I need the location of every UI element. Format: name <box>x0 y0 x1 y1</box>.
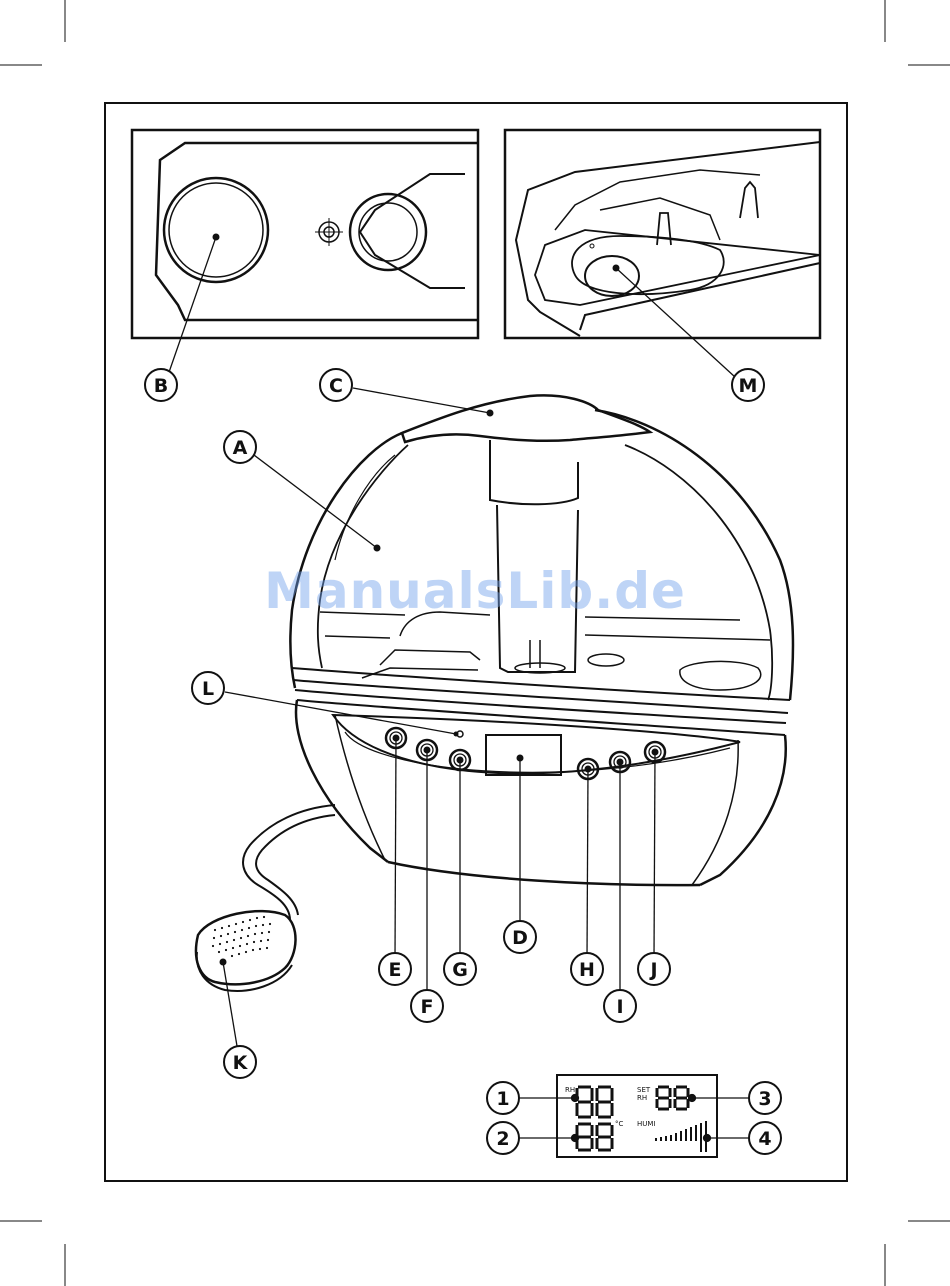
callout-letters: A B C M L D E F G H I J K <box>145 369 764 1078</box>
svg-text:G: G <box>452 959 468 981</box>
remote-speaker-grille <box>212 916 271 957</box>
inset-base-detail <box>132 130 478 338</box>
callout-dots <box>220 410 659 966</box>
svg-text:RH: RH <box>637 1094 647 1102</box>
callout-A: A <box>224 431 256 463</box>
figure-frame <box>105 103 847 1181</box>
callout-D: D <box>504 921 536 953</box>
lcd-display-legend: RH SET RH HUMI °C <box>487 1075 781 1157</box>
legend-callout-4: 4 <box>749 1122 781 1154</box>
svg-text:I: I <box>616 996 623 1018</box>
legend-callout-1: 1 <box>487 1082 519 1114</box>
callout-E: E <box>379 953 411 985</box>
callout-L: L <box>192 672 224 704</box>
svg-text:°C: °C <box>615 1120 624 1128</box>
callout-C: C <box>320 369 352 401</box>
callout-M: M <box>732 369 764 401</box>
svg-text:H: H <box>579 959 595 981</box>
svg-text:F: F <box>421 996 434 1018</box>
svg-text:D: D <box>512 927 528 949</box>
callout-H: H <box>571 953 603 985</box>
inset-interior-detail <box>505 130 820 338</box>
svg-text:1: 1 <box>496 1088 509 1110</box>
svg-text:RH: RH <box>565 1086 575 1094</box>
svg-text:C: C <box>329 375 343 397</box>
svg-text:SET: SET <box>637 1086 651 1094</box>
leader-lines <box>167 237 735 1046</box>
svg-text:J: J <box>648 959 657 981</box>
legend-callout-3: 3 <box>749 1082 781 1114</box>
callout-G: G <box>444 953 476 985</box>
callout-B: B <box>145 369 177 401</box>
svg-text:E: E <box>389 959 402 981</box>
legend-callout-2: 2 <box>487 1122 519 1154</box>
svg-text:M: M <box>739 375 758 397</box>
humidifier-body <box>196 395 793 991</box>
svg-text:B: B <box>154 375 168 397</box>
svg-text:4: 4 <box>758 1128 771 1150</box>
svg-text:HUMI: HUMI <box>637 1120 656 1128</box>
svg-text:K: K <box>233 1052 249 1074</box>
callout-I: I <box>604 990 636 1022</box>
svg-text:L: L <box>202 678 214 700</box>
callout-J: J <box>638 953 670 985</box>
callout-F: F <box>411 990 443 1022</box>
svg-text:3: 3 <box>758 1088 771 1110</box>
svg-text:2: 2 <box>496 1128 509 1150</box>
callout-K: K <box>224 1046 256 1078</box>
svg-text:A: A <box>233 437 248 459</box>
